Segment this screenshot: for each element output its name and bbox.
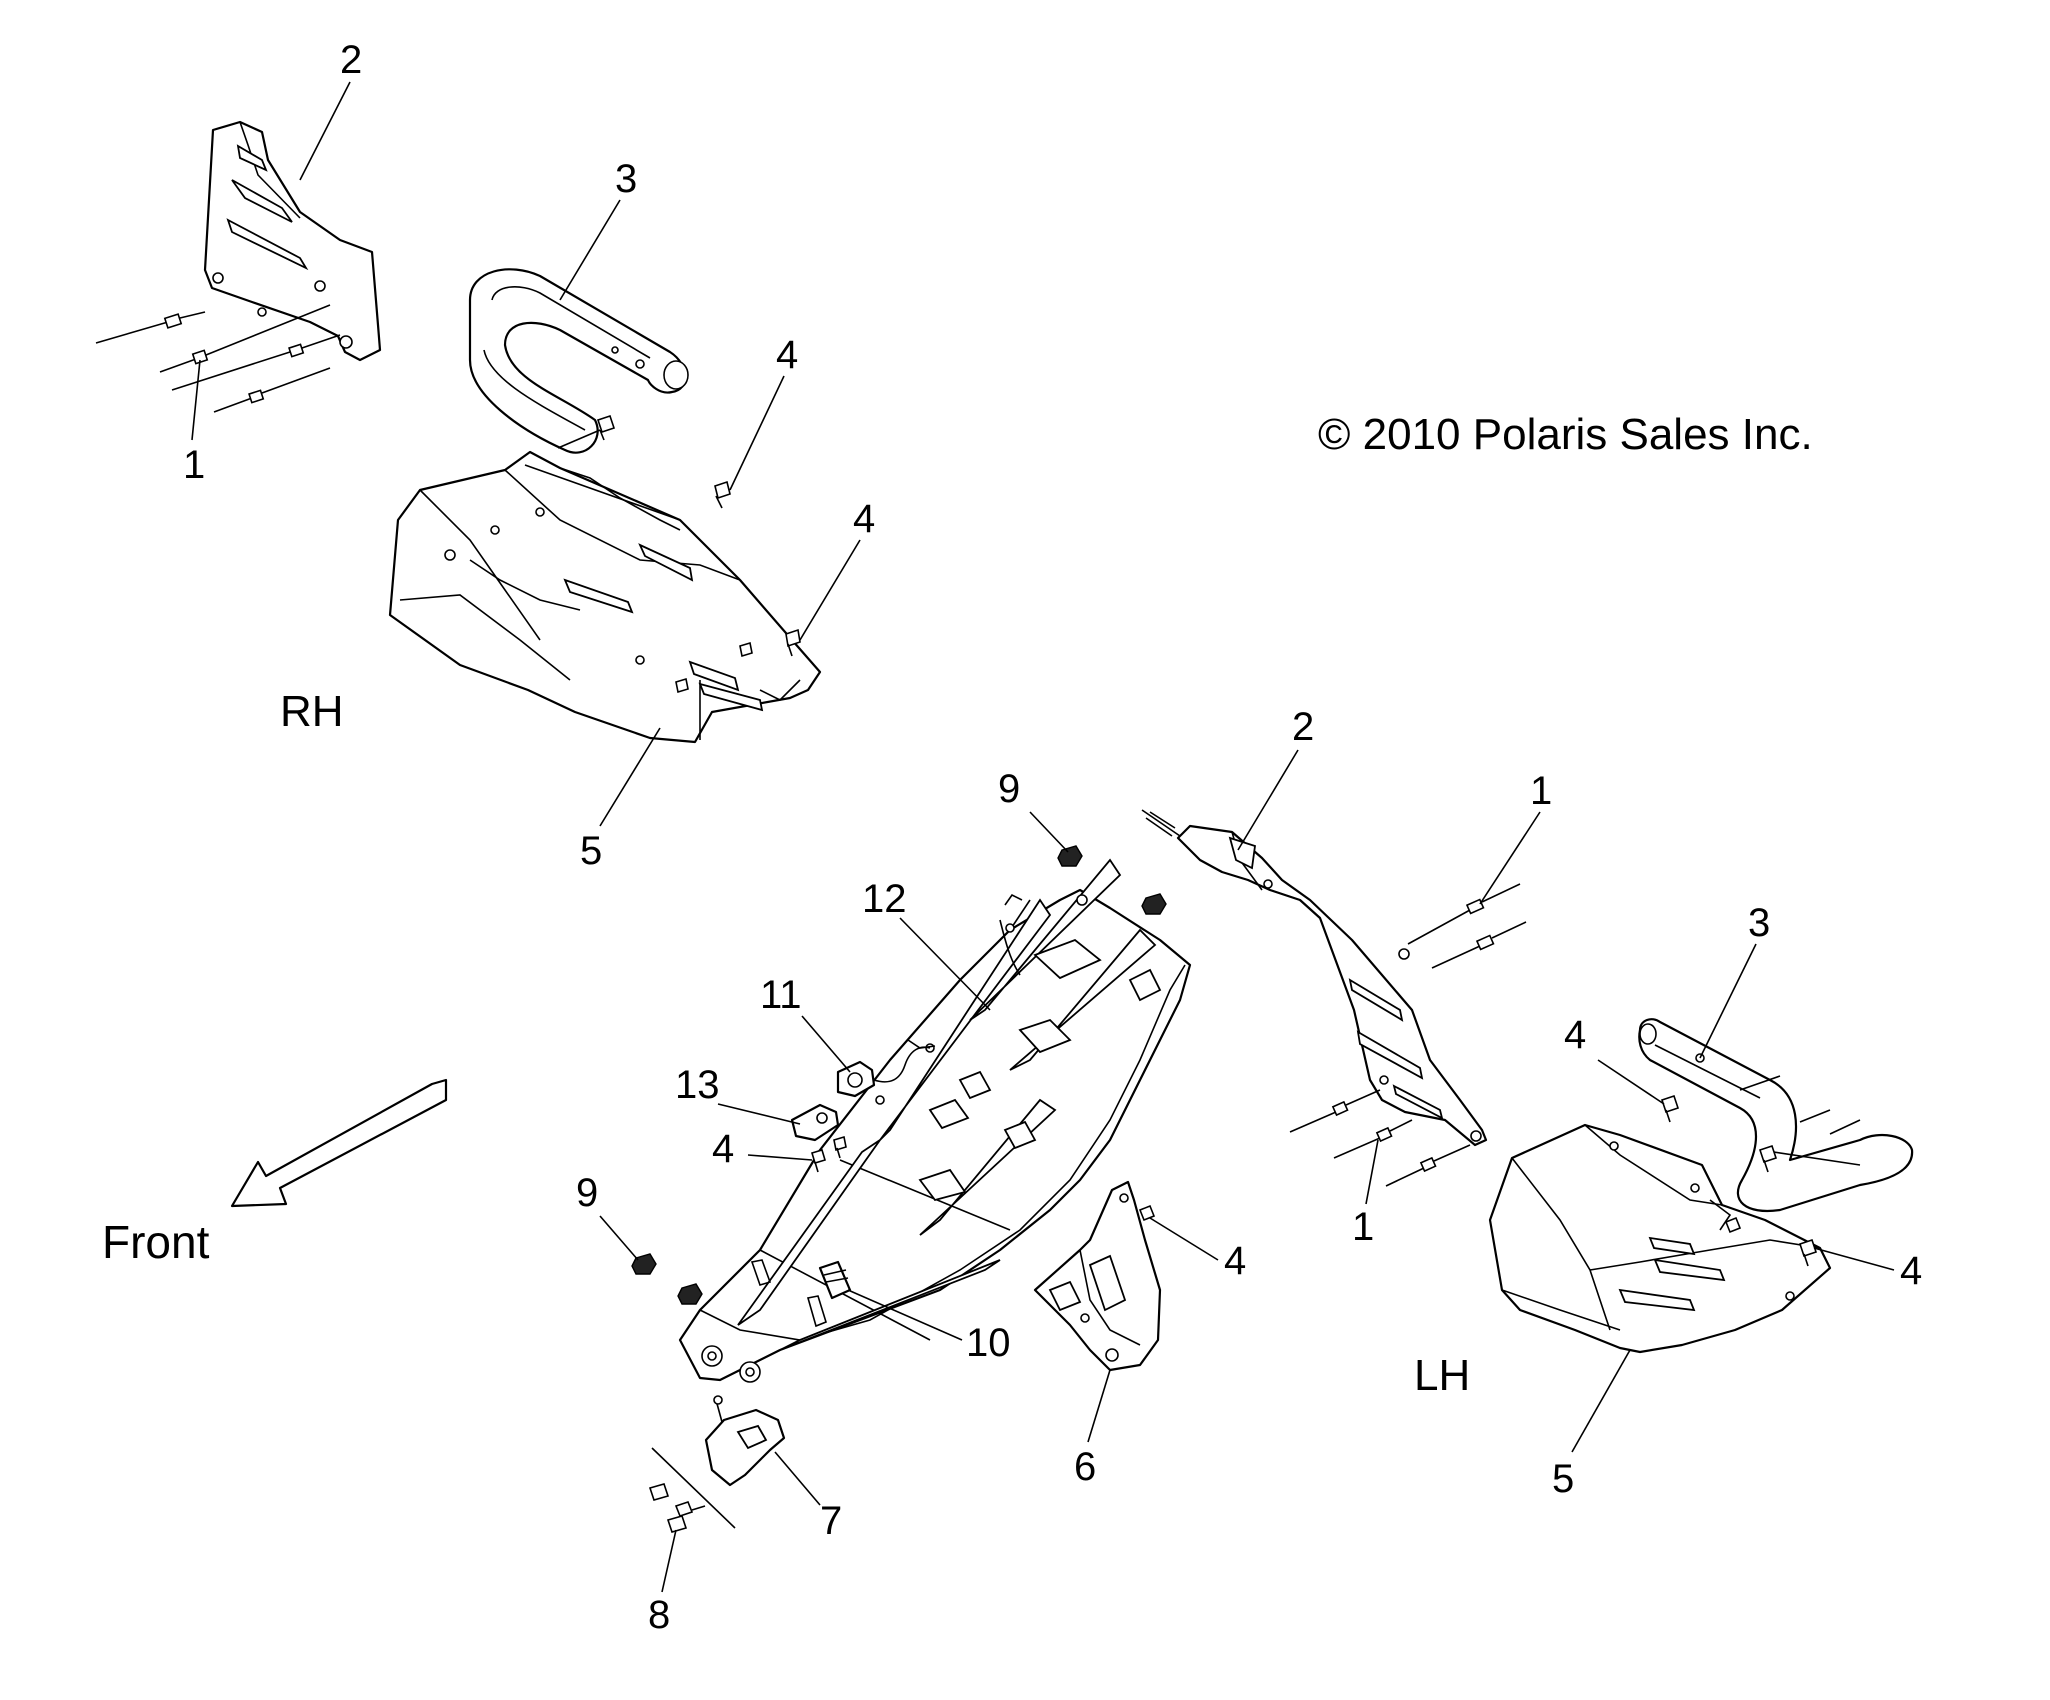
rh-assembly: 2 3 1 4 4 5 RH (95, 38, 875, 873)
skid-plate-part-12 (678, 858, 1192, 1383)
lh-tube-part-3 (1638, 1018, 1914, 1213)
lh-rivets-part-1 (1289, 883, 1527, 1187)
center-callouts: 9 12 11 13 4 9 10 7 8 6 4 (576, 767, 1246, 1637)
callout-lh-1a: 1 (1530, 769, 1552, 813)
bracket-part-6 (1033, 1180, 1162, 1372)
part-13 (790, 1103, 840, 1142)
rh-callouts: 2 3 1 4 4 5 (183, 38, 875, 873)
center-assembly: 9 12 11 13 4 9 10 7 8 6 4 (102, 767, 1246, 1637)
lh-callouts: 2 1 1 3 4 4 5 (1237, 705, 1922, 1501)
callout-lh-5: 5 (1552, 1457, 1574, 1501)
callout-c-4r: 4 (1224, 1239, 1246, 1283)
callout-rh-4a: 4 (776, 333, 798, 377)
callout-lh-4b: 4 (1900, 1249, 1922, 1293)
callout-c-13: 13 (675, 1063, 720, 1107)
callout-c-9a: 9 (998, 767, 1020, 811)
callout-c-12: 12 (862, 877, 907, 921)
rh-label: RH (280, 687, 344, 736)
rh-tube-part-3 (468, 268, 689, 454)
center-screws-part-4 (811, 1135, 847, 1173)
lh-housing-part-5 (1488, 1123, 1832, 1354)
callout-c-11: 11 (760, 973, 802, 1017)
callout-c-4: 4 (712, 1127, 734, 1171)
front-arrow (230, 1078, 448, 1208)
callout-c-10: 10 (966, 1321, 1011, 1365)
callout-lh-2: 2 (1292, 705, 1314, 749)
lh-screws-part-4 (1660, 1094, 1818, 1267)
callout-c-6: 6 (1074, 1445, 1096, 1489)
callout-lh-3: 3 (1748, 901, 1770, 945)
callout-c-8: 8 (648, 1593, 670, 1637)
rh-screws-part-4 (557, 414, 801, 694)
callout-rh-4b: 4 (853, 497, 875, 541)
front-label: Front (102, 1216, 210, 1268)
callout-c-9b: 9 (576, 1171, 598, 1215)
rh-bracket-part-2 (203, 120, 382, 362)
callout-c-7: 7 (820, 1499, 842, 1543)
callout-lh-4a: 4 (1564, 1013, 1586, 1057)
callout-rh-2: 2 (340, 38, 362, 82)
rh-housing-part-5 (388, 450, 822, 744)
bracket-part-7 (704, 1395, 786, 1487)
callout-rh-3: 3 (615, 157, 637, 201)
callout-rh-5: 5 (580, 829, 602, 873)
copyright-text: © 2010 Polaris Sales Inc. (1318, 410, 1813, 459)
callout-rh-1: 1 (183, 443, 205, 487)
lh-bracket-part-2 (1141, 809, 1488, 1147)
part-11 (836, 1046, 931, 1098)
rh-rivets-part-1 (95, 304, 341, 413)
lh-assembly: 2 1 1 3 4 4 5 LH (1141, 705, 1922, 1501)
callout-lh-1b: 1 (1352, 1205, 1374, 1249)
screws-part-8 (648, 1447, 736, 1533)
lh-label: LH (1414, 1351, 1470, 1400)
